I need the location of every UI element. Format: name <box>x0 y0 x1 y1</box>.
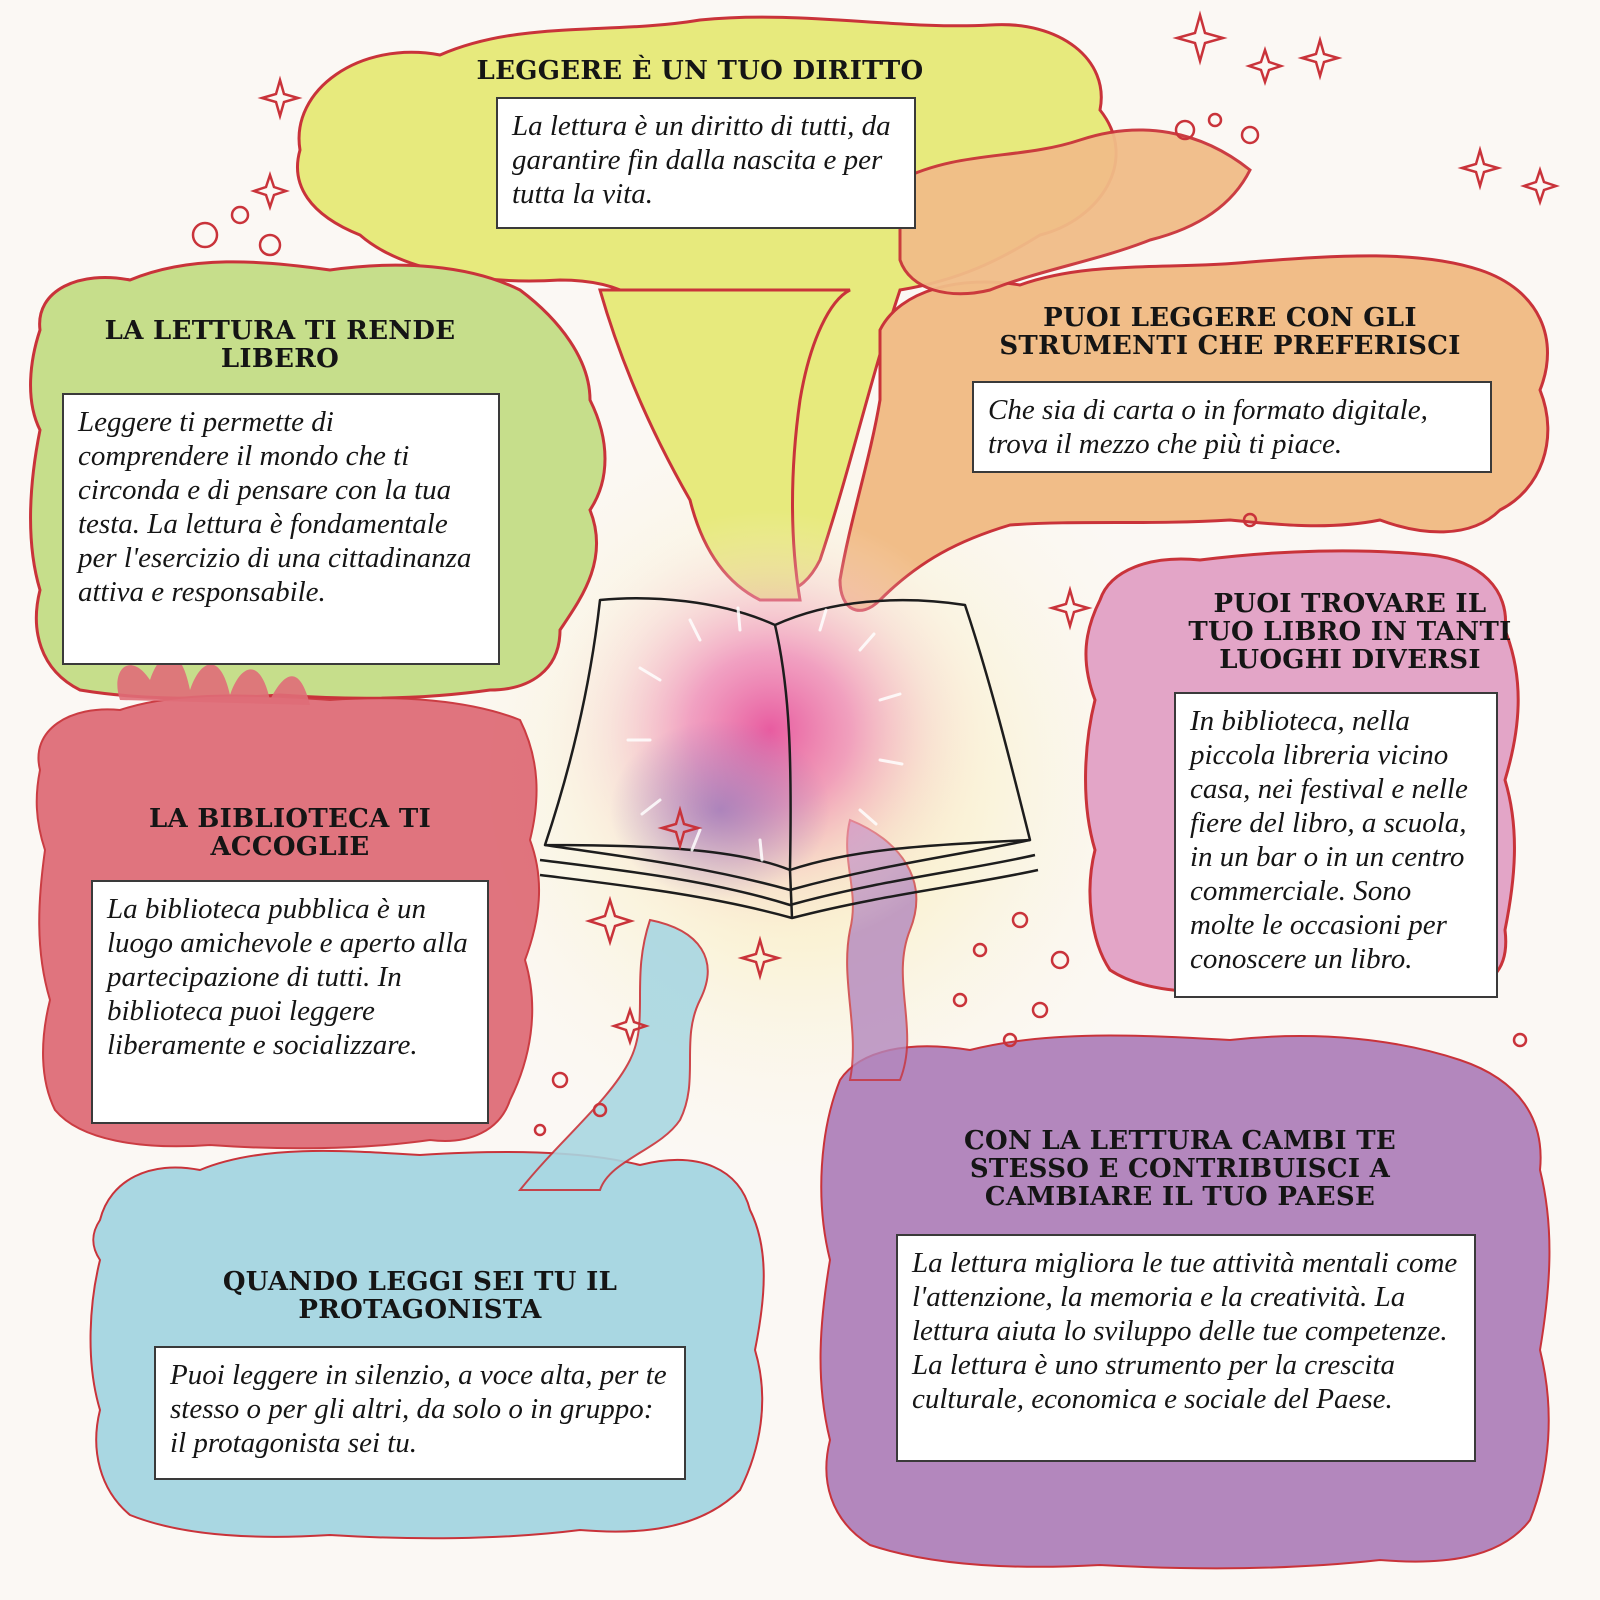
panel-title-diritto: LEGGERE È UN TUO DIRITTO <box>476 56 924 86</box>
panel-title-protagonista: QUANDO LEGGI SEI TU IL PROTAGONISTA <box>222 1267 618 1325</box>
orange-flame <box>898 128 1252 296</box>
panel-title-biblioteca: LA BIBLIOTECA TI ACCOGLIE <box>148 804 432 862</box>
red-fingers <box>117 655 310 705</box>
blue-blob <box>89 1149 765 1540</box>
blue-stream <box>517 918 709 1191</box>
panel-text-libero: Leggere ti permette di comprendere il mo… <box>62 393 500 665</box>
panel-title-luoghi: PUOI TROVARE IL TUO LIBRO IN TANTI LUOGH… <box>1188 589 1512 675</box>
panel-text-diritto: La lettura è un diritto di tutti, da gar… <box>496 97 916 229</box>
glow-rays <box>626 606 904 862</box>
panel-title-cambi: CON LA LETTURA CAMBI TE STESSO E CONTRIB… <box>964 1126 1396 1212</box>
sparkle-icon <box>250 10 1560 1046</box>
panel-text-cambi: La lettura migliora le tue attività ment… <box>896 1234 1476 1462</box>
panel-text-biblioteca: La biblioteca pubblica è un luogo amiche… <box>91 880 489 1124</box>
violet-glow <box>610 720 830 900</box>
panel-text-strumenti: Che sia di carta o in formato digitale, … <box>972 381 1492 473</box>
panel-title-strumenti: PUOI LEGGERE CON GLI STRUMENTI CHE PREFE… <box>999 303 1461 361</box>
open-book-icon <box>539 597 1039 920</box>
panel-text-protagonista: Puoi leggere in silenzio, a voce alta, p… <box>154 1346 686 1480</box>
panel-text-luoghi: In biblioteca, nella piccola libreria vi… <box>1174 692 1498 998</box>
panel-title-libero: LA LETTURA TI RENDE LIBERO <box>104 316 456 374</box>
bubbles <box>191 112 1528 1137</box>
